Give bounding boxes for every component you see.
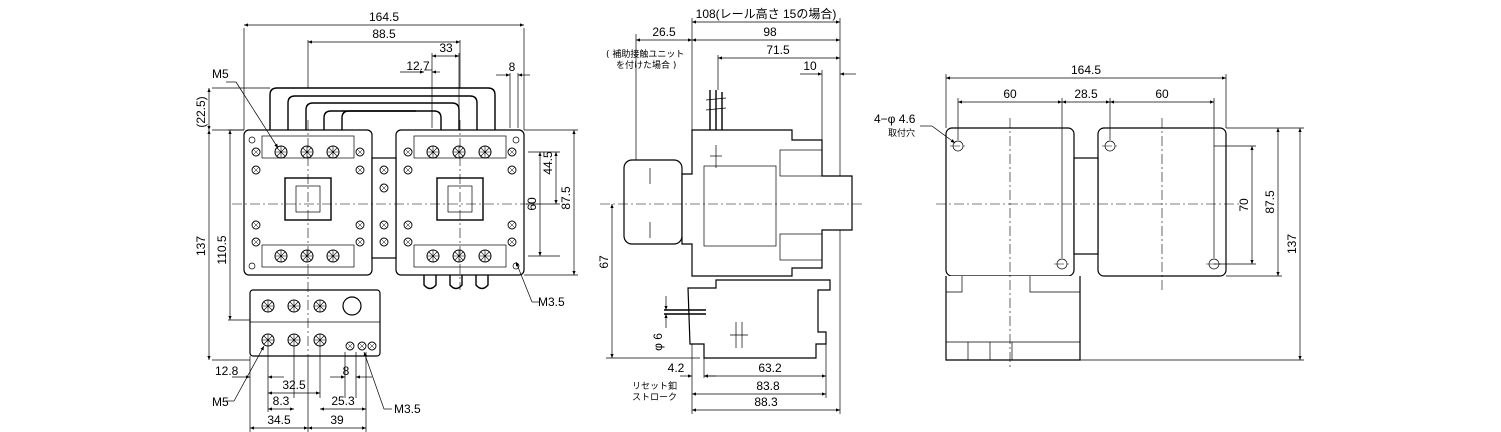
dim-phi-6: φ 6 bbox=[651, 333, 665, 351]
dim-67: 67 bbox=[597, 255, 611, 269]
dim-32-5: 32.5 bbox=[282, 378, 306, 392]
dim-34-5: 34.5 bbox=[267, 413, 291, 427]
dim-4-2: 4.2 bbox=[668, 361, 685, 375]
mount-dim-70: 70 bbox=[1237, 198, 1251, 212]
dim-60-right: 60 bbox=[525, 197, 539, 211]
label-m5-bottom: M5 bbox=[212, 395, 229, 409]
dim-44-5: 44.5 bbox=[541, 151, 555, 175]
front-view: 164.5 88.5 33 12.7 8 M5 (22.5) 137 11 bbox=[194, 10, 578, 432]
dim-108-rail: 108(レール高さ 15の場合) bbox=[696, 6, 837, 21]
note-reset-line2: ストローク bbox=[632, 392, 677, 403]
dim-width-164-5: 164.5 bbox=[369, 10, 399, 24]
dim-83-8: 83.8 bbox=[756, 379, 780, 393]
dim-137-front: 137 bbox=[194, 236, 208, 256]
dim-8-top: 8 bbox=[509, 60, 516, 74]
side-view: 108(レール高さ 15の場合) 26.5 98 71.5 10 ( 補助接触ユ… bbox=[597, 6, 862, 414]
label-m3-5-bottom: M3.5 bbox=[394, 402, 421, 416]
mount-dim-87-5: 87.5 bbox=[1263, 190, 1277, 214]
mount-hole-label: 4−φ 4.6 bbox=[874, 112, 916, 126]
dim-87-5-front: 87.5 bbox=[559, 186, 573, 210]
dim-110-5: 110.5 bbox=[215, 235, 229, 264]
mount-dim-137: 137 bbox=[1285, 234, 1299, 254]
dim-26-5: 26.5 bbox=[652, 25, 676, 39]
mount-hole-note: 取付穴 bbox=[888, 127, 915, 139]
dim-25-3: 25.3 bbox=[331, 394, 355, 408]
note-aux-line1: ( 補助接触ユニット bbox=[606, 48, 684, 60]
mount-dim-60-right: 60 bbox=[1155, 87, 1169, 101]
dim-pitch-88-5: 88.5 bbox=[372, 27, 396, 41]
dim-33: 33 bbox=[439, 41, 453, 55]
label-m3-5-right: M3.5 bbox=[538, 295, 565, 309]
dim-22-5: (22.5) bbox=[194, 96, 208, 127]
dim-88-3: 88.3 bbox=[754, 395, 778, 409]
dim-8-3: 8.3 bbox=[273, 394, 290, 408]
note-reset-line1: リセット釦 bbox=[632, 380, 677, 392]
dim-8-bottom: 8 bbox=[343, 364, 350, 378]
dim-10: 10 bbox=[803, 59, 817, 73]
dim-98: 98 bbox=[763, 25, 777, 39]
mount-dim-164-5: 164.5 bbox=[1071, 63, 1101, 77]
mount-dim-60-left: 60 bbox=[1003, 87, 1017, 101]
mount-dim-28-5: 28.5 bbox=[1074, 87, 1098, 101]
mount-view: 164.5 60 28.5 60 4−φ 4.6 取付穴 70 87.5 137 bbox=[874, 63, 1304, 370]
dim-39: 39 bbox=[330, 413, 344, 427]
label-m5-top: M5 bbox=[212, 67, 229, 81]
dim-12-7: 12.7 bbox=[406, 59, 430, 73]
dim-12-8: 12.8 bbox=[215, 364, 239, 378]
note-aux-line2: を付けた場合 ) bbox=[616, 59, 676, 71]
dim-71-5: 71.5 bbox=[766, 43, 790, 57]
dim-63-2: 63.2 bbox=[758, 361, 782, 375]
